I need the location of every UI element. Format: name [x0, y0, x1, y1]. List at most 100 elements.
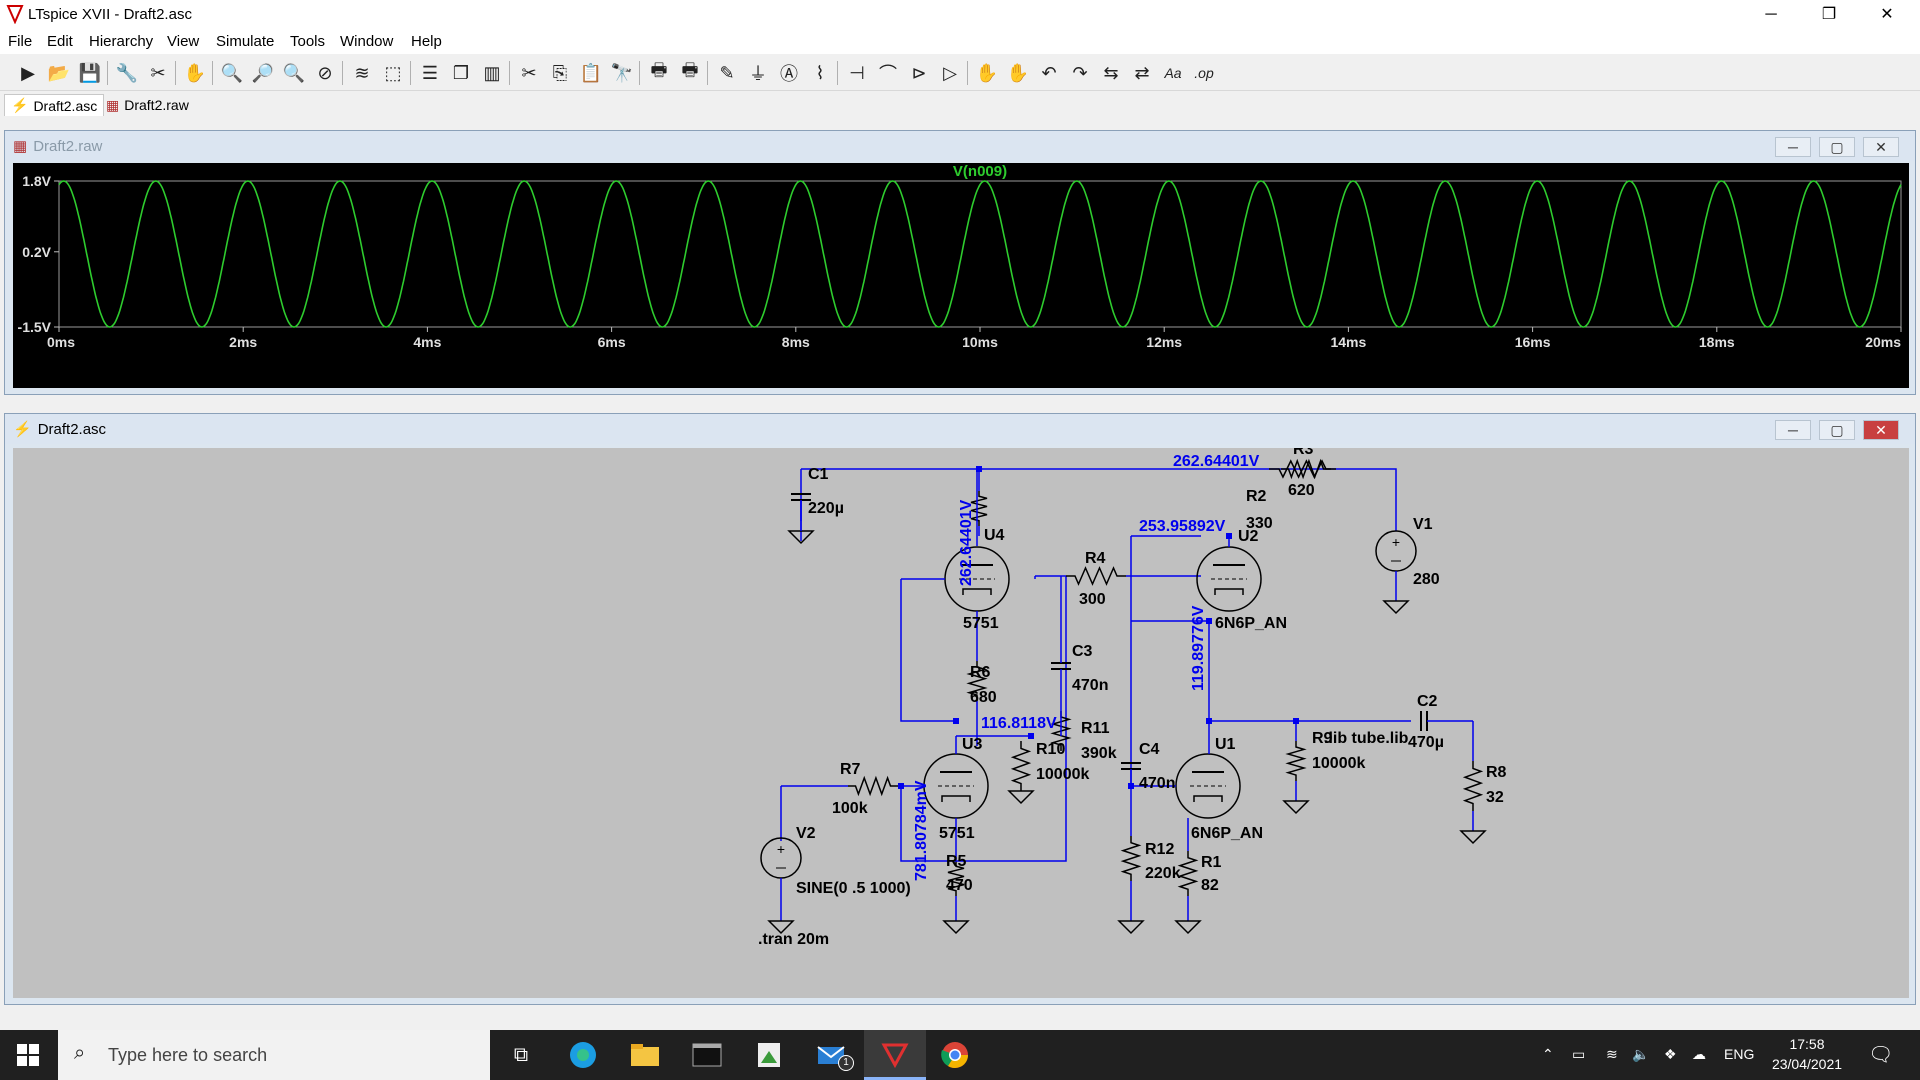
taskbar-search-box[interactable]: ⌕ Type here to search: [58, 1030, 490, 1080]
print-preview-icon[interactable]: 🖶: [681, 60, 699, 80]
menu-view[interactable]: View: [167, 33, 200, 50]
battery-icon[interactable]: ▭: [1572, 1046, 1586, 1062]
restore-button[interactable]: ❐: [1821, 6, 1837, 23]
plot-frame: [58, 180, 1902, 328]
save-icon[interactable]: 💾: [78, 62, 102, 83]
window-title: LTspice XVII - Draft2.asc: [28, 6, 192, 23]
minimize-button[interactable]: ─: [1765, 6, 1777, 23]
cascade-icon[interactable]: ❐: [452, 62, 470, 83]
zoom-out-icon[interactable]: 🔍: [282, 62, 306, 83]
windows-start-icon[interactable]: [16, 1043, 40, 1067]
rotate-icon[interactable]: ⇆: [1103, 62, 1119, 83]
waveform-maximize-button[interactable]: ▢: [1819, 137, 1855, 157]
menu-edit[interactable]: Edit: [47, 33, 73, 50]
schematic-label-r11v: 390k: [1081, 745, 1117, 762]
plus-sign: +: [1392, 534, 1400, 550]
waveform-minimize-button[interactable]: ─: [1775, 137, 1811, 157]
dropbox-icon[interactable]: ❖: [1664, 1046, 1677, 1062]
notifications-icon[interactable]: 🗨: [1868, 1044, 1894, 1066]
ground-symbol: [1174, 920, 1202, 935]
open-icon[interactable]: 📂: [47, 62, 71, 83]
schematic-minimize-button[interactable]: ─: [1775, 420, 1811, 440]
copy-icon[interactable]: ⎘: [552, 62, 568, 83]
edge-browser-icon[interactable]: [566, 1039, 600, 1071]
zoom-rect-icon[interactable]: 🔎: [251, 62, 275, 83]
schematic-label-r5v: 470: [946, 877, 973, 894]
menu-window[interactable]: Window: [340, 33, 394, 50]
image-editor-icon[interactable]: [752, 1039, 786, 1071]
menu-help[interactable]: Help: [411, 33, 442, 50]
resistor-symbol: [1177, 851, 1199, 896]
menu-tools[interactable]: Tools: [290, 33, 326, 50]
ground-symbol: [767, 920, 795, 935]
label-icon[interactable]: Ⓐ: [780, 64, 798, 84]
schematic-maximize-button[interactable]: ▢: [1819, 420, 1855, 440]
text-icon[interactable]: Aa: [1164, 65, 1182, 81]
language-indicator[interactable]: ENG: [1724, 1046, 1755, 1062]
wire-icon[interactable]: ✎: [719, 62, 735, 83]
inductor-icon[interactable]: ⌒: [879, 64, 897, 84]
halt-icon[interactable]: ✂: [150, 62, 166, 83]
onedrive-icon[interactable]: ☁: [1692, 1046, 1706, 1062]
schematic-label-v119: 119.89776V: [1190, 605, 1207, 691]
terminal-icon[interactable]: [690, 1039, 724, 1071]
capacitor-icon[interactable]: ⊣: [849, 62, 865, 83]
title-bar: LTspice XVII - Draft2.asc ─ ❐ ✕: [0, 0, 1920, 30]
schematic-drawing: ++C1220µR3620262.64401VR2330253.95892VU2…: [758, 441, 1507, 948]
cut-icon[interactable]: ✂: [521, 62, 537, 83]
diode-icon[interactable]: ⊳: [911, 62, 927, 83]
zoom-in-icon[interactable]: 🔍: [220, 62, 244, 83]
undo-icon[interactable]: ↶: [1041, 62, 1057, 83]
tab-draft2-raw[interactable]: ▦ Draft2.raw: [100, 94, 195, 116]
x-tick-label: 12ms: [1146, 334, 1182, 350]
chrome-browser-icon[interactable]: [938, 1039, 972, 1071]
tray-overflow-icon[interactable]: ⌃: [1542, 1046, 1554, 1062]
zoom-cancel-icon[interactable]: ⊘: [317, 62, 333, 83]
control-panel-icon[interactable]: 🔧: [115, 62, 139, 83]
print-icon[interactable]: 🖶: [650, 60, 668, 80]
menu-file[interactable]: File: [8, 33, 33, 50]
schematic-label-c1v: 220µ: [808, 500, 844, 517]
spice-directive-icon[interactable]: .op: [1194, 65, 1214, 81]
schematic-label-r12: R12: [1145, 841, 1174, 858]
run-icon[interactable]: ▶: [21, 62, 35, 83]
tab-draft2-asc[interactable]: ⚡ Draft2.asc: [4, 94, 105, 116]
move-icon[interactable]: ✋: [975, 62, 999, 83]
clock-time[interactable]: 17:58: [1789, 1036, 1825, 1052]
schematic-close-button[interactable]: ✕: [1863, 420, 1899, 440]
paste-icon[interactable]: 📋: [579, 62, 603, 83]
volume-icon[interactable]: 🔈: [1632, 1046, 1650, 1062]
resistor-icon[interactable]: ⌇: [815, 62, 825, 83]
tile-h-icon[interactable]: ☰: [421, 62, 439, 83]
task-view-icon[interactable]: ⧉: [513, 1043, 529, 1066]
resistor-symbol: [1066, 566, 1126, 586]
mail-icon[interactable]: 1: [814, 1039, 854, 1071]
resistor-symbol: [1010, 741, 1032, 791]
schematic-label-v262b: 262.64401V: [958, 499, 975, 586]
wifi-icon[interactable]: ≋: [1606, 1046, 1618, 1062]
ltspice-taskbar-button[interactable]: [864, 1030, 926, 1080]
find-icon[interactable]: 🔭: [610, 62, 634, 83]
pan-icon[interactable]: ✋: [183, 62, 207, 83]
autorange-icon[interactable]: ≋: [354, 62, 370, 83]
schematic-label-r3v: 620: [1288, 482, 1315, 499]
schematic-label-r1: R1: [1201, 854, 1222, 871]
clock-date[interactable]: 23/04/2021: [1771, 1056, 1843, 1072]
fit-icon[interactable]: ⬚: [384, 62, 402, 83]
schematic-label-r9v: 10000k: [1312, 755, 1365, 772]
drag-icon[interactable]: ✋: [1006, 62, 1030, 83]
waveform-close-button[interactable]: ✕: [1863, 137, 1899, 157]
component-icon[interactable]: ▷: [943, 62, 957, 83]
schematic-icon: ⚡: [13, 421, 32, 438]
close-button[interactable]: ✕: [1880, 6, 1894, 23]
menu-simulate[interactable]: Simulate: [216, 33, 275, 50]
menu-hierarchy[interactable]: Hierarchy: [89, 33, 154, 50]
tile-v-icon[interactable]: ▥: [483, 62, 501, 83]
file-explorer-icon[interactable]: [628, 1039, 662, 1071]
toolbar-separator: [707, 61, 708, 85]
redo-icon[interactable]: ↷: [1072, 62, 1088, 83]
ground-icon[interactable]: ⏚: [749, 64, 767, 84]
mirror-icon[interactable]: ⇄: [1134, 62, 1150, 83]
